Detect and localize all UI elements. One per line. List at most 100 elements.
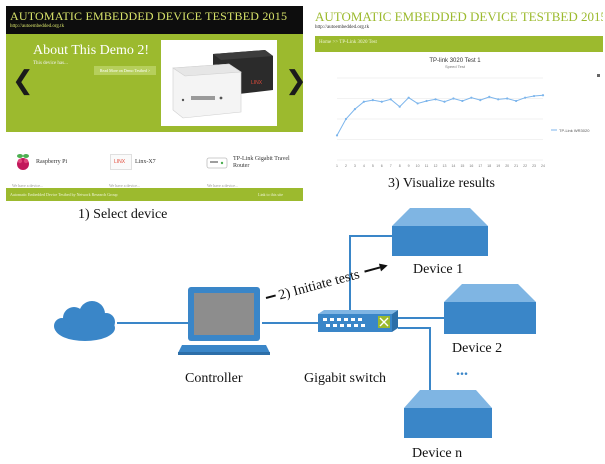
data-point[interactable] (344, 117, 348, 121)
initiate-tests-label: 2) Initiate tests (277, 267, 361, 303)
data-point[interactable] (470, 96, 473, 99)
x-tick-label: 5 (372, 164, 374, 168)
link-switch-devicen (398, 327, 431, 392)
data-point[interactable] (488, 95, 491, 98)
data-point[interactable] (452, 97, 455, 100)
footer-link[interactable]: Link to this site (258, 192, 283, 197)
devicen-icon (404, 390, 492, 438)
breadcrumb-bar (315, 36, 603, 52)
x-tick-label: 18 (487, 164, 491, 168)
data-point[interactable] (371, 99, 374, 102)
legend-label: TP-Link WR3020 (559, 128, 590, 133)
chart-menu-icon[interactable] (597, 74, 600, 77)
data-point[interactable] (515, 99, 518, 103)
demo-subtitle: This device has... (33, 61, 68, 66)
carousel-next-icon[interactable]: ❯ (285, 68, 303, 94)
site-title: AUTOMATIC EMBEDDED DEVICE TESTBED 2015 (10, 9, 288, 23)
switch-icon (318, 310, 398, 332)
data-point[interactable] (389, 98, 392, 101)
x-tick-label: 13 (443, 164, 447, 168)
device2-icon (444, 284, 536, 334)
demo-title: About This Demo 2! (33, 43, 150, 58)
x-tick-label: 23 (532, 164, 536, 168)
initiate-tests-arrow: 2) Initiate tests (265, 263, 388, 303)
cloud-icon (54, 301, 115, 341)
x-tick-label: 15 (460, 164, 464, 168)
card-name-linx: Linx-X7 (135, 159, 156, 165)
card-desc-tp-link: We have a device... (207, 183, 238, 188)
data-point[interactable] (434, 98, 437, 101)
data-point[interactable] (541, 94, 545, 97)
x-tick-label: 16 (469, 164, 473, 168)
link-switch-device1 (349, 235, 400, 310)
caption-select-device: 1) Select device (78, 207, 168, 222)
chart-legend: TP-Link WR3020 (551, 74, 600, 133)
chart-subtitle: Speed Test (445, 64, 466, 69)
data-point[interactable] (425, 99, 428, 103)
device-photo: LINX (161, 40, 277, 126)
data-point[interactable] (497, 98, 500, 101)
carousel-prev-icon[interactable]: ❮ (12, 66, 34, 96)
x-tick-label: 8 (399, 164, 401, 168)
chart-series (335, 94, 545, 137)
data-point[interactable] (362, 100, 365, 103)
data-point[interactable] (443, 100, 446, 103)
caption-visualize-results: 3) Visualize results (388, 176, 495, 191)
device1-label: Device 1 (413, 262, 464, 277)
laptop-icon (178, 287, 270, 355)
x-tick-label: 14 (451, 164, 455, 168)
linx-logo-text: LINX (114, 159, 126, 165)
raspberry-pi-icon[interactable] (15, 153, 31, 171)
device-cards (6, 132, 303, 188)
x-tick-label: 24 (541, 164, 545, 168)
x-tick-label: 2 (345, 164, 347, 168)
site-url-2[interactable]: http://autoembedded.org.tk (315, 25, 370, 30)
x-tick-label: 1 (336, 164, 338, 168)
device-brand-text: LINX (251, 80, 263, 86)
card-desc-linx: We have a device... (109, 183, 140, 188)
x-tick-label: 9 (408, 164, 410, 168)
breadcrumb[interactable]: Home >> TP-Link 3020 Test (319, 40, 377, 45)
data-point[interactable] (353, 108, 357, 111)
chart-title: TP-link 3020 Test 1 (429, 58, 481, 64)
tp-link-router-icon[interactable] (206, 154, 228, 170)
data-point[interactable] (532, 94, 536, 98)
x-tick-label: 20 (505, 164, 509, 168)
site-title-2: AUTOMATIC EMBEDDED DEVICE TESTBED 2015 (315, 9, 603, 24)
footer-left-text: Automatic Embedded Device Testbed by Net… (10, 192, 118, 197)
x-tick-label: 19 (496, 164, 500, 168)
data-point[interactable] (506, 97, 509, 100)
data-point[interactable] (398, 105, 401, 108)
series-line (336, 94, 544, 136)
site-url[interactable]: http://autoembedded.org.tk (10, 24, 65, 29)
x-tick-label: 21 (514, 164, 518, 168)
switch-label: Gigabit switch (304, 371, 387, 386)
data-point[interactable] (523, 96, 527, 99)
data-point[interactable] (380, 100, 383, 103)
data-point[interactable] (461, 99, 464, 103)
x-tick-label: 22 (523, 164, 527, 168)
card-desc-raspberry-pi: We have a device... (12, 183, 43, 188)
site-footer (6, 188, 303, 201)
controller-label: Controller (185, 371, 243, 386)
site-header-2 (315, 6, 603, 36)
x-tick-label: 11 (425, 164, 429, 168)
devicen-label: Device n (412, 446, 463, 461)
x-tick-label: 17 (478, 164, 482, 168)
device2-label: Device 2 (452, 341, 503, 356)
x-tick-label: 10 (416, 164, 420, 168)
data-point[interactable] (407, 96, 410, 99)
x-tick-label: 12 (434, 164, 438, 168)
x-tick-label: 4 (363, 164, 365, 168)
x-tick-label: 6 (381, 164, 383, 168)
linx-logo-icon[interactable]: LINX (110, 154, 132, 170)
data-point[interactable] (416, 102, 419, 105)
data-point[interactable] (335, 134, 339, 137)
demo-read-more-button[interactable]: Read More on Demo Testbed > (94, 66, 156, 75)
more-devices-ellipsis: ... (456, 362, 468, 379)
x-tick-label: 7 (390, 164, 392, 168)
data-point[interactable] (479, 99, 482, 102)
device-photo-graphic: LINX (172, 50, 273, 119)
